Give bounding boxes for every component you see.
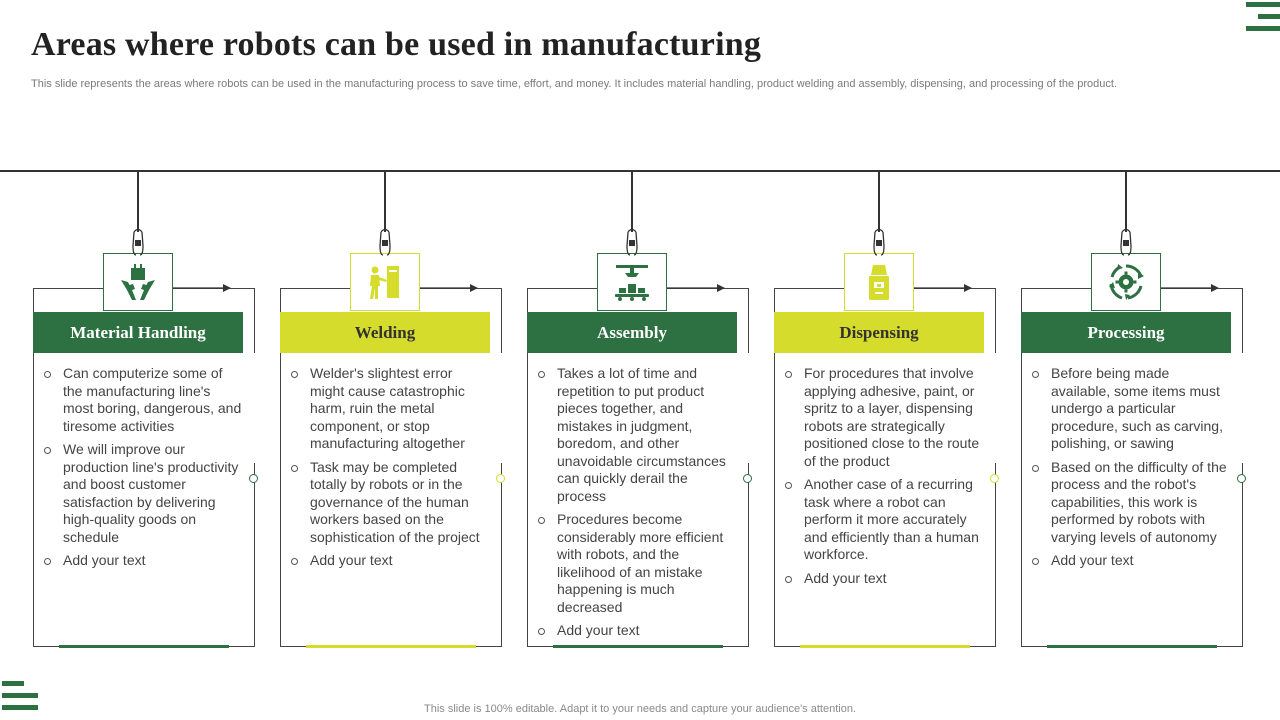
card-bottom-bar <box>553 645 723 648</box>
card-bullet-list: Takes a lot of time and repetition to pu… <box>537 365 737 646</box>
card-icon-box <box>103 253 173 311</box>
arrow-right-icon <box>173 284 231 292</box>
card-bullet: Procedures become considerably more effi… <box>537 511 737 616</box>
card-processing: Processing Before being made available, … <box>1021 170 1251 650</box>
card-bullet: Can computerize some of the manufacturin… <box>43 365 243 435</box>
card-welding: Welding Welder's slightest error might c… <box>280 170 510 650</box>
binder-clip-icon <box>626 228 638 256</box>
binder-clip-icon <box>1120 228 1132 256</box>
card-bullet-list: Welder's slightest error might cause cat… <box>290 365 490 576</box>
card-bullet: Add your text <box>43 552 243 570</box>
card-connector-dot <box>990 474 999 483</box>
binder-clip-icon <box>873 228 885 256</box>
card-title: Processing <box>1021 312 1231 353</box>
card-title: Material Handling <box>33 312 243 353</box>
card-bullet: Based on the difficulty of the process a… <box>1031 459 1231 547</box>
card-icon-box <box>844 253 914 311</box>
arrow-right-icon <box>1161 284 1219 292</box>
card-connector-dot <box>249 474 258 483</box>
hanging-rail-line <box>0 170 1280 172</box>
card-bullet: Add your text <box>290 552 490 570</box>
hanging-string <box>631 170 633 232</box>
card-connector-dot <box>496 474 505 483</box>
card-title: Welding <box>280 312 490 353</box>
slide-footer: This slide is 100% editable. Adapt it to… <box>424 703 856 715</box>
card-title: Assembly <box>527 312 737 353</box>
corner-decoration-top-right <box>1246 2 1280 38</box>
card-dispensing: Dispensing For procedures that involve a… <box>774 170 1004 650</box>
card-bullet: Welder's slightest error might cause cat… <box>290 365 490 453</box>
card-bullet: Another case of a recurring task where a… <box>784 476 984 564</box>
slide-subtitle: This slide represents the areas where ro… <box>31 78 1117 90</box>
card-bottom-bar <box>1047 645 1217 648</box>
arrow-right-icon <box>420 284 478 292</box>
corner-decoration-bottom-left <box>2 681 38 717</box>
card-bottom-bar <box>59 645 229 648</box>
card-bullet-list: Can computerize some of the manufacturin… <box>43 365 243 576</box>
card-bullet: Task may be completed totally by robots … <box>290 459 490 547</box>
card-assembly: Assembly Takes a lot of time and repetit… <box>527 170 757 650</box>
card-connector-dot <box>743 474 752 483</box>
card-bullet: Takes a lot of time and repetition to pu… <box>537 365 737 505</box>
card-bullet: We will improve our production line's pr… <box>43 441 243 546</box>
card-bottom-bar <box>800 645 970 648</box>
card-bullet: Before being made available, some items … <box>1031 365 1231 453</box>
hands-box-icon <box>121 264 155 300</box>
arrow-right-icon <box>667 284 725 292</box>
card-connector-dot <box>1237 474 1246 483</box>
card-icon-box <box>350 253 420 311</box>
card-bullet: Add your text <box>1031 552 1231 570</box>
card-bullet: For procedures that involve applying adh… <box>784 365 984 470</box>
card-material-handling: Material Handling Can computerize some o… <box>33 170 263 650</box>
binder-clip-icon <box>132 228 144 256</box>
card-bullet-list: For procedures that involve applying adh… <box>784 365 984 593</box>
assembly-line-icon <box>615 265 649 301</box>
card-title: Dispensing <box>774 312 984 353</box>
card-bullet-list: Before being made available, some items … <box>1031 365 1231 576</box>
gear-cycle-icon <box>1109 264 1144 300</box>
card-icon-box <box>1091 253 1161 311</box>
hanging-string <box>1125 170 1127 232</box>
card-bullet: Add your text <box>784 570 984 588</box>
hanging-string <box>878 170 880 232</box>
card-bullet: Add your text <box>537 622 737 640</box>
welder-icon <box>370 266 399 299</box>
card-bottom-bar <box>306 645 476 648</box>
binder-clip-icon <box>379 228 391 256</box>
dispenser-icon <box>869 265 889 300</box>
hanging-string <box>384 170 386 232</box>
hanging-string <box>137 170 139 232</box>
arrow-right-icon <box>914 284 972 292</box>
slide-title: Areas where robots can be used in manufa… <box>31 26 762 63</box>
card-icon-box <box>597 253 667 311</box>
